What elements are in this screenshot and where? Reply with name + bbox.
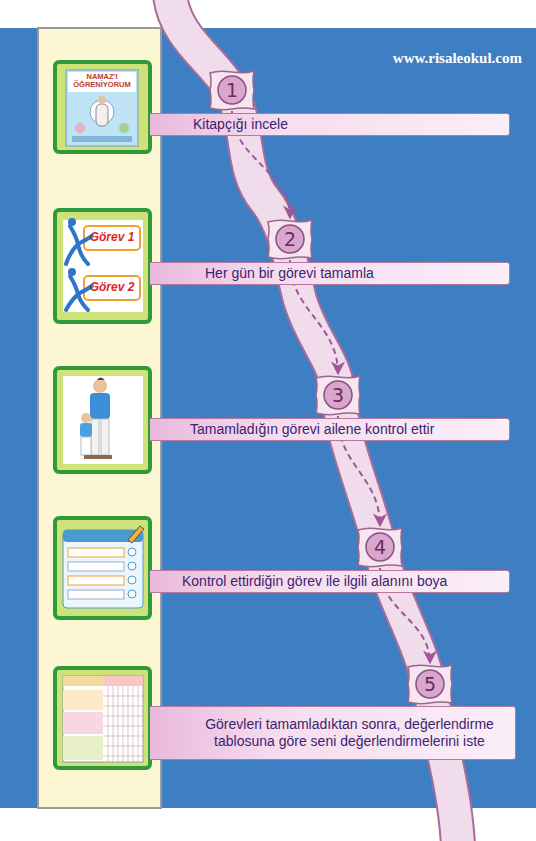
- callout-number: 3: [332, 384, 344, 406]
- step-bar: Kitapçığı incele: [150, 113, 510, 136]
- watermark: www.risaleokul.com: [300, 50, 522, 67]
- callout-number: 1: [226, 79, 238, 101]
- step-number-sign: 4: [355, 526, 405, 568]
- step-text: Kitapçığı incele: [193, 116, 288, 133]
- step-bar: Kontrol ettirdiğin görev ile ilgili alan…: [150, 570, 510, 593]
- blue-ground: [0, 28, 536, 808]
- task-picture: [63, 218, 143, 312]
- step-number-sign: 1: [207, 69, 257, 111]
- booklet-picture: [66, 70, 138, 146]
- task-label: Görev 1: [86, 230, 138, 244]
- callout-number: 2: [284, 228, 296, 250]
- checklist-picture: [63, 526, 144, 608]
- step-number-sign: 5: [405, 663, 455, 705]
- table-picture: [63, 676, 143, 762]
- step-text: Tamamladığın görevi ailene kontrol ettir: [190, 421, 434, 438]
- step-bar: Görevleri tamamladıktan sonra, değerlend…: [150, 706, 516, 760]
- step-bar: Her gün bir görevi tamamla: [150, 262, 510, 285]
- book-title: NAMAZ'I ÖĞRENİYORUM: [69, 73, 135, 89]
- family-picture: [63, 376, 143, 464]
- callout-number: 5: [424, 673, 436, 695]
- thumbnail-frames: [55, 62, 150, 768]
- callout-number: 4: [374, 536, 386, 558]
- step-number-sign: 3: [313, 374, 363, 416]
- side-panel: [38, 28, 161, 808]
- step-text: Her gün bir görevi tamamla: [205, 265, 374, 282]
- task-label: Görev 2: [86, 280, 138, 294]
- step-text: Görevleri tamamladıktan sonra, değerlend…: [190, 716, 509, 750]
- step-text: Kontrol ettirdiğin görev ile ilgili alan…: [182, 573, 447, 590]
- step-bar: Tamamladığın görevi ailene kontrol ettir: [150, 418, 510, 441]
- step-number-sign: 2: [265, 218, 315, 260]
